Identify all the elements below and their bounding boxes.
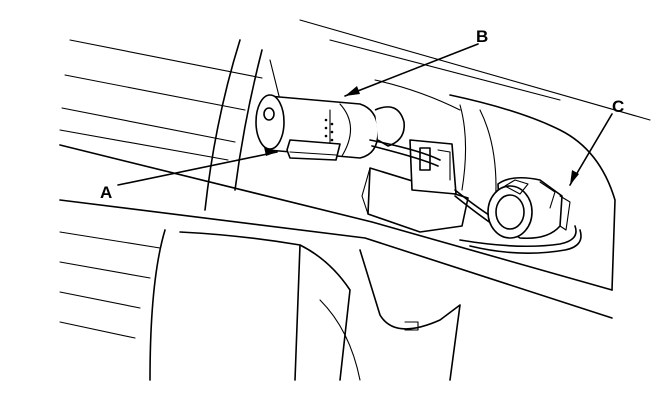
callout-leaders [117, 43, 613, 186]
callout-label-c: C [612, 97, 624, 116]
harness-connector [487, 176, 571, 240]
pillar-trim [149, 229, 461, 381]
windshield-frame [59, 144, 613, 339]
callout-label-a: A [100, 183, 112, 202]
callout-label-b: B [476, 27, 488, 46]
headliner-panel [59, 19, 651, 211]
camera-bracket [361, 139, 469, 233]
rear-cover [374, 79, 616, 291]
camera-unit [255, 94, 405, 161]
